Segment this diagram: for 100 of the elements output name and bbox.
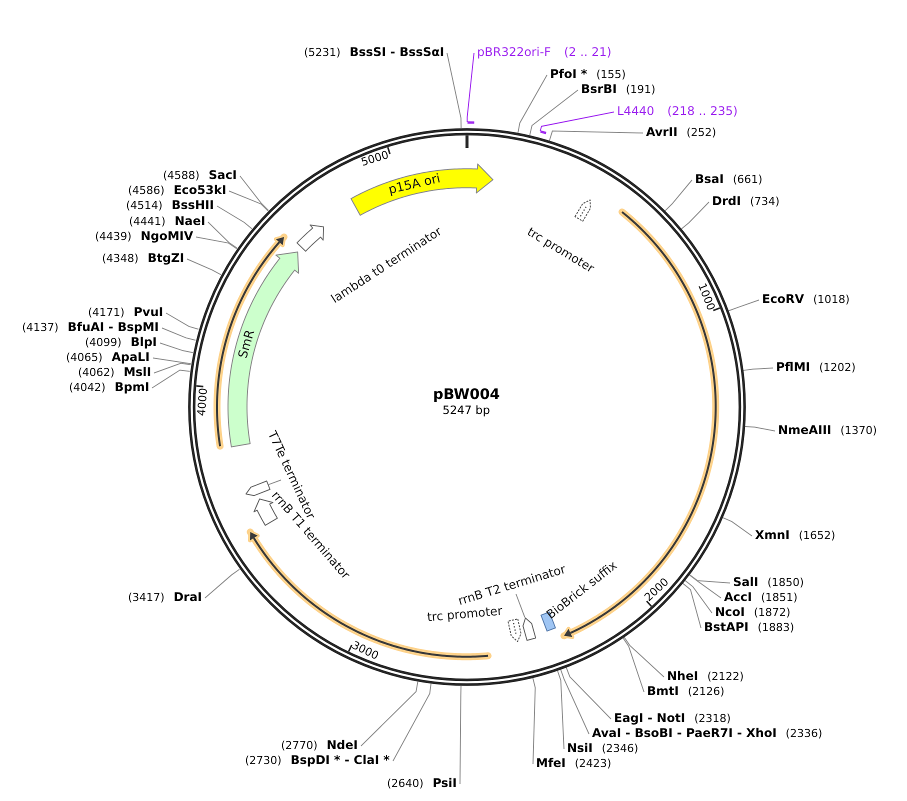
leader-line	[744, 426, 776, 432]
primer-name: pBR322ori-F	[477, 44, 551, 60]
leader-line	[566, 667, 612, 720]
scale-label: 4000	[195, 387, 210, 416]
site-position: (2122)	[707, 668, 744, 684]
site-position: (661)	[732, 172, 762, 186]
enzyme-name: BtgZI	[148, 250, 184, 266]
enzyme-name: AccI	[724, 590, 752, 604]
leader-line	[622, 637, 644, 692]
enzyme-name: EagI - NotI	[614, 710, 686, 726]
enzyme-name: BmtI	[647, 684, 679, 698]
site-position: (155)	[596, 66, 626, 82]
leader-line	[240, 176, 269, 211]
enzyme-name: BssSI - BssSαI	[350, 44, 444, 60]
terminator-feature	[520, 616, 538, 642]
enzyme-name: PflMI	[776, 360, 810, 374]
site-position: (4137)	[22, 320, 59, 334]
site-position: (4439)	[95, 228, 132, 244]
leader-line	[532, 678, 536, 764]
enzyme-name: XmnI	[755, 528, 790, 542]
leader-line	[208, 222, 238, 249]
enzyme-name: EcoRV	[762, 292, 804, 306]
site-position: (2318)	[694, 710, 731, 726]
leader-line	[154, 362, 192, 374]
enzyme-name: NdeI	[326, 738, 358, 752]
leader-line	[392, 683, 432, 762]
leader-line	[196, 236, 238, 250]
enzyme-name: MslI	[124, 364, 152, 380]
site-position: (4588)	[163, 168, 200, 182]
scale-label: 3000	[350, 639, 381, 662]
enzyme-name: SacI	[208, 168, 237, 182]
enzyme-name: BsrBI	[581, 82, 617, 96]
enzyme-name: BfuAI - BspMI	[68, 320, 159, 334]
enzyme-name: BlpI	[130, 334, 157, 350]
feature-label: SmR	[236, 328, 257, 360]
leader-line	[517, 74, 548, 134]
site-position: (1652)	[798, 528, 836, 542]
enzyme-name: PfoI *	[550, 66, 588, 82]
leader-line	[516, 594, 526, 618]
primer-range: (218 .. 235)	[667, 104, 738, 118]
site-position: (1850)	[767, 574, 804, 590]
plasmid-length: 5247 bp	[442, 402, 490, 418]
primer-mark	[538, 130, 548, 134]
leader-line	[228, 190, 269, 212]
site-position: (5231)	[304, 44, 341, 60]
leader-line	[446, 52, 462, 129]
leader-line	[166, 312, 200, 330]
feature-label: trc promoter	[426, 604, 503, 624]
leader-line	[624, 636, 664, 678]
enzyme-name: BpmI	[114, 380, 150, 394]
enzyme-name: BstAPI	[704, 620, 749, 634]
leader-line	[680, 202, 710, 230]
leader-line	[548, 130, 644, 142]
site-position: (734)	[750, 194, 780, 208]
enzyme-name: NheI	[667, 668, 698, 684]
leader-line	[160, 342, 194, 354]
scale-label: 5000	[360, 150, 390, 170]
terminator-feature	[244, 478, 272, 498]
site-position: (4065)	[66, 350, 103, 364]
enzyme-name: BsaI	[695, 172, 724, 186]
primer-range: (2 .. 21)	[564, 44, 612, 60]
leader-line	[216, 206, 252, 230]
leader-line	[152, 358, 192, 364]
plasmid-name: pBW004	[433, 387, 500, 403]
site-position: (1872)	[754, 604, 790, 620]
leader-line	[186, 258, 222, 276]
enzyme-name: NsiI	[567, 740, 593, 756]
leader-line	[664, 180, 692, 212]
site-position: (2346)	[602, 740, 638, 756]
site-position: (2336)	[786, 726, 822, 740]
site-position: (2423)	[574, 756, 612, 770]
site-position: (1202)	[819, 360, 856, 374]
leader-line	[684, 580, 712, 614]
leader-line	[204, 568, 240, 598]
leader-line	[722, 517, 752, 536]
site-position: (2640)	[387, 776, 424, 790]
site-position: (4042)	[69, 380, 106, 394]
leader-line	[529, 90, 578, 136]
site-position: (1883)	[758, 620, 794, 634]
site-position: (2730)	[245, 752, 282, 768]
site-position: (252)	[686, 124, 716, 140]
enzyme-name: NgoMIV	[140, 228, 194, 244]
leader-line	[162, 328, 196, 341]
enzyme-name: MfeI	[536, 756, 566, 770]
site-position: (4586)	[128, 182, 165, 198]
enzyme-name: AvaI - BsoBI - PaeR7I - XhoI	[592, 726, 777, 740]
leader-line	[268, 480, 282, 486]
scale-label: 1000	[696, 282, 718, 312]
leader-line	[557, 670, 564, 750]
site-position: (1370)	[840, 422, 877, 438]
leader-line	[742, 368, 774, 371]
leader-line	[460, 685, 462, 784]
leader-line	[540, 112, 614, 132]
leader-line	[728, 300, 760, 312]
leader-line	[689, 574, 730, 584]
site-position: (191)	[626, 82, 656, 96]
leader-line	[466, 52, 474, 122]
enzyme-name: AvrII	[646, 124, 678, 140]
enzyme-name: PvuI	[134, 304, 164, 320]
enzyme-name: NaeI	[174, 214, 206, 228]
